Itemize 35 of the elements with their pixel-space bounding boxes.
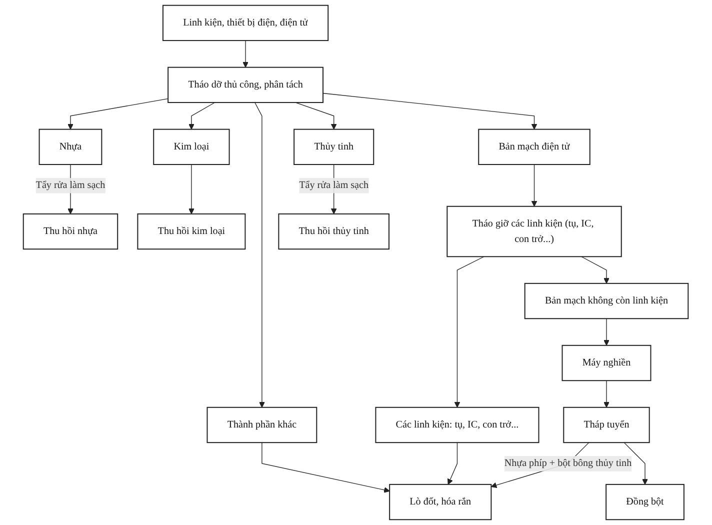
arrow xyxy=(322,92,538,130)
arrow xyxy=(68,98,169,130)
edge-label: Tẩy rửa làm sạch xyxy=(36,180,106,191)
node-box: Linh kiện, thiết bị điện, điện tử xyxy=(162,4,329,42)
node-box: Thu hồi nhựa xyxy=(23,213,118,250)
node-box: Các linh kiện: tụ, IC, con trở... xyxy=(375,406,540,444)
arrow xyxy=(581,256,610,284)
node-box: Bản mạch không còn linh kiện xyxy=(524,282,689,320)
node-box: Nhựa xyxy=(39,128,102,165)
node-box: Tháo giỡ các linh kiện (tụ, IC, con trở...) xyxy=(446,206,622,258)
edge-label: Nhựa phíp + bột bông thủy tinh xyxy=(504,458,632,469)
arrow xyxy=(604,318,610,346)
arrow xyxy=(262,442,390,493)
node-box: Tháo dỡ thủ công, phân tách xyxy=(168,66,324,104)
arrow xyxy=(296,102,338,130)
node-box: Thu hồi kim loại xyxy=(137,213,246,250)
node-box: Bản mạch điện tử xyxy=(478,128,591,165)
arrow xyxy=(448,442,458,485)
arrow xyxy=(242,40,249,68)
node-box: Máy nghiền xyxy=(562,344,652,382)
arrow xyxy=(454,256,485,408)
node-box: Kim loại xyxy=(153,128,230,165)
arrow xyxy=(604,380,610,408)
node-box: Đồng bột xyxy=(606,484,685,520)
arrow xyxy=(188,102,216,130)
node-box: Lò đốt, hóa rắn xyxy=(389,484,492,520)
node-box: Thu hồi thủy tinh xyxy=(278,213,390,250)
arrow xyxy=(254,102,266,408)
edge-label: Tẩy rửa làm sạch xyxy=(299,180,369,191)
arrow xyxy=(624,442,648,485)
node-box: Thành phần khác xyxy=(206,406,318,444)
arrow xyxy=(532,164,538,207)
arrow xyxy=(188,164,195,214)
node-box: Tháp tuyển xyxy=(563,406,650,444)
node-box: Thủy tinh xyxy=(294,128,374,165)
